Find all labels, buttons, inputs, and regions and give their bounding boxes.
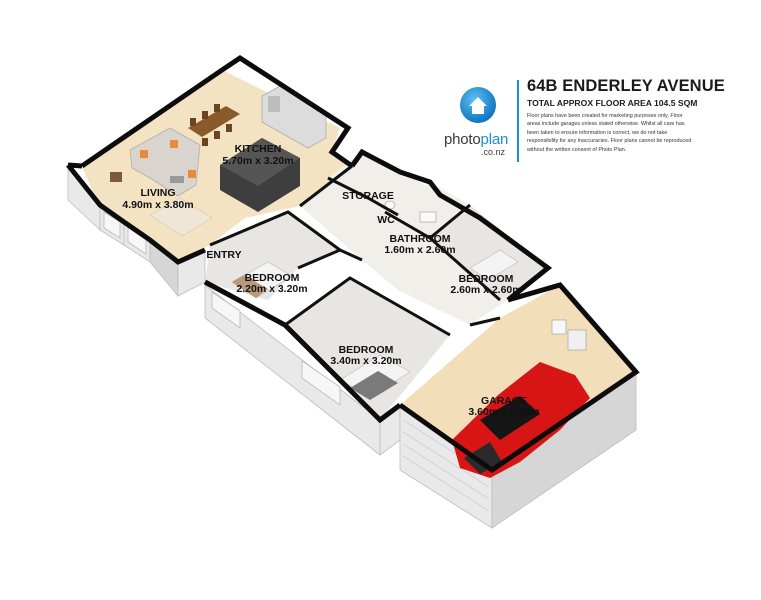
bedroom2-floor: [430, 205, 548, 300]
south-wall: [203, 279, 402, 424]
furniture: [110, 85, 590, 478]
bathroom-label: BATHROOM: [389, 233, 450, 245]
cushion: [170, 140, 178, 148]
dining-table: [188, 106, 240, 137]
laundry-wall: [469, 316, 501, 327]
garage-dimensions: 3.60m x 5.90m: [468, 406, 539, 418]
north-east-wall: [349, 148, 553, 302]
hall-wall: [299, 164, 353, 208]
wc-label: WC: [377, 214, 395, 226]
bedroom-window-2: [301, 360, 341, 406]
bedroom2-label: BEDROOM: [459, 273, 514, 285]
storage-wall: [327, 176, 399, 217]
bedroom3-floor: [285, 278, 450, 420]
dining-chairs: [190, 104, 232, 146]
exterior-walls: [67, 163, 637, 529]
interior-walls: [66, 55, 640, 474]
bed-blanket: [350, 371, 398, 400]
bed-headboard: [232, 275, 268, 298]
brand-domain: .co.nz: [481, 147, 506, 157]
kitchen-island-top: [220, 138, 300, 186]
bed: [469, 249, 519, 281]
brand-name-part2: plan: [480, 131, 509, 148]
side-table: [110, 172, 122, 182]
bedroom3-label: BEDROOM: [339, 344, 394, 356]
north-wall: [80, 55, 354, 169]
garage-label: GARAGE: [481, 395, 527, 407]
front-windows: [103, 211, 341, 406]
kitchen-dimensions: 5.70m x 3.20m: [222, 155, 293, 167]
washing-machine: [567, 329, 587, 351]
living-outer-wall: [66, 163, 207, 265]
kitchen-label: KITCHEN: [235, 143, 282, 155]
wc-floor: [368, 172, 430, 215]
laundry-tub: [551, 319, 567, 335]
car-windshield: [464, 442, 502, 474]
car-window: [480, 396, 540, 440]
bathroom-dimensions: 1.60m x 2.60m: [384, 244, 455, 256]
bedroom3-wall: [284, 276, 451, 337]
bedroom-window-1: [211, 291, 241, 329]
vanity: [419, 211, 437, 223]
room-labels: KITCHEN 5.70m x 3.20m LIVING 4.90m x 3.8…: [122, 143, 539, 418]
disclaimer-text: Floor plans have been created for market…: [527, 113, 692, 153]
bedroom1-dimensions: 2.20m x 3.20m: [236, 283, 307, 295]
bedroom1-wall: [209, 210, 341, 252]
storage-label: STORAGE: [342, 190, 394, 202]
bedroom1-label: BEDROOM: [245, 272, 300, 284]
bedroom2-wall: [429, 236, 501, 302]
bedroom3-dimensions: 3.40m x 3.20m: [330, 355, 401, 367]
bedroom2-dimensions: 2.60m x 2.60m: [450, 284, 521, 296]
living-window-1: [103, 211, 121, 239]
entry-label: ENTRY: [206, 249, 241, 261]
garage-wall: [398, 282, 640, 474]
header-divider: [517, 80, 519, 162]
floor-area-subtitle: TOTAL APPROX FLOOR AREA 104.5 SQM: [527, 98, 698, 108]
brand-name: photoplan: [444, 131, 508, 148]
fridge: [268, 96, 280, 112]
cushion: [188, 170, 196, 178]
robe-wall: [297, 248, 363, 270]
living-dimensions: 4.90m x 3.80m: [122, 199, 193, 211]
brand-name-part1: photo: [444, 131, 481, 148]
house-icon: [460, 87, 496, 123]
cushion: [140, 150, 148, 158]
living-label: LIVING: [140, 187, 175, 199]
car: [452, 362, 590, 478]
coffee-table: [170, 176, 184, 183]
page-title: 64B ENDERLEY AVENUE: [527, 77, 725, 95]
rug: [149, 197, 213, 237]
